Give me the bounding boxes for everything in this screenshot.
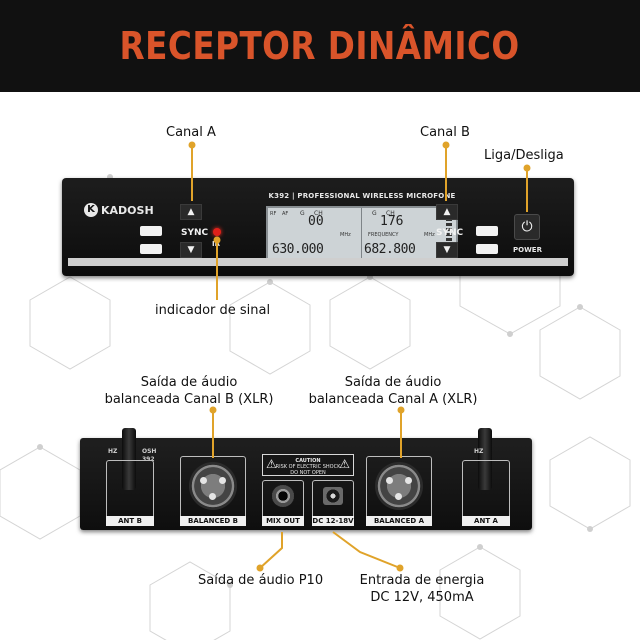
callout-canal-b: Canal B (420, 125, 470, 140)
receiver-front-panel: K KADOSH ▲ SYNC ▼ IR K392 | PROFESSIONAL… (62, 178, 574, 276)
callout-output-a-line1: Saída de áudio (344, 375, 442, 390)
right-menu-button-2[interactable] (476, 244, 498, 254)
lcd-b-frequency: 682.800 (364, 242, 416, 257)
channel-b-sync-button[interactable]: SYNC (436, 228, 464, 238)
power-button[interactable]: ⏻ (514, 214, 540, 240)
power-label: POWER (513, 246, 542, 254)
warning-triangle-icon-right: ⚠ (339, 457, 350, 471)
lcd-a-mhz: MHz (340, 232, 351, 238)
right-menu-button-1[interactable] (476, 226, 498, 236)
callout-canal-a: Canal A (166, 125, 216, 140)
caution-label: ⚠ CAUTION RISK OF ELECTRIC SHOCK DO NOT … (262, 454, 354, 476)
ant-b-label: ANT B (106, 516, 154, 526)
lcd-b-g: G (372, 210, 377, 217)
callout-output-b-line1: Saída de áudio (140, 375, 238, 390)
brand-name: KADOSH (101, 203, 154, 217)
lcd-a-rf: RF (270, 211, 277, 217)
callout-output-b: Saída de áudio balanceada Canal B (XLR) (104, 374, 274, 408)
lcd-b-frequency-label: FREQUENCY (368, 232, 399, 238)
xlr-a-pin-1 (386, 477, 393, 484)
callout-power: Liga/Desliga (484, 148, 564, 163)
antenna-a (478, 428, 492, 490)
callout-signal-indicator: indicador de sinal (155, 303, 271, 318)
xlr-a-pin-3 (395, 493, 402, 500)
antenna-b (122, 428, 136, 490)
balanced-b-label: BALANCED B (180, 516, 246, 526)
callout-power-input: Entrada de energia DC 12V, 450mA (358, 572, 486, 606)
balanced-b-xlr-connector[interactable] (189, 462, 237, 510)
callout-p10-output: Saída de áudio P10 (198, 573, 324, 588)
mix-out-p10-jack[interactable] (272, 485, 294, 507)
callout-output-b-line2: balanceada Canal B (XLR) (104, 392, 274, 407)
callout-power-input-line2: DC 12V, 450mA (370, 590, 474, 605)
ant-a-label: ANT A (462, 516, 510, 526)
lcd-display: RF AF G CH 00 MHz 630.000 G CH 176 FREQU… (266, 206, 458, 262)
lcd-a-channel: 00 (308, 214, 324, 229)
receiver-back-panel: HZ OSH 392 ANT B BALANCED B ⚠ CAUTION RI… (80, 428, 532, 530)
front-panel-strip (68, 258, 568, 266)
signal-indicator-led (213, 228, 221, 236)
warning-triangle-icon-left: ⚠ (266, 457, 277, 471)
kadosh-logo-icon: K (84, 203, 98, 217)
ant-b-port[interactable] (106, 460, 154, 522)
lcd-a-frequency: 630.000 (272, 242, 324, 257)
left-menu-button-1[interactable] (140, 226, 162, 236)
lcd-signal-bars (446, 218, 452, 254)
left-menu-button-2[interactable] (140, 244, 162, 254)
dc-power-jack[interactable] (323, 487, 343, 505)
caution-line2: DO NOT OPEN (290, 470, 326, 476)
lcd-channel-a: RF AF G CH 00 MHz 630.000 (268, 208, 362, 260)
lcd-b-channel: 176 (380, 214, 404, 229)
ant-a-port[interactable] (462, 460, 510, 522)
caution-line1: RISK OF ELECTRIC SHOCK (275, 464, 341, 470)
channel-a-down-button[interactable]: ▼ (180, 242, 202, 258)
lcd-channel-b: G CH 176 FREQUENCY MHz 682.800 (362, 208, 456, 260)
back-hz-left: HZ (108, 448, 118, 455)
back-hz-right: HZ (474, 448, 484, 455)
callout-power-input-line1: Entrada de energia (359, 573, 485, 588)
ir-label: IR (212, 240, 220, 248)
lcd-a-af: AF (282, 211, 289, 217)
lcd-a-g: G (300, 210, 305, 217)
channel-b-down-button[interactable]: ▼ (436, 242, 458, 258)
balanced-a-xlr-connector[interactable] (375, 462, 423, 510)
channel-b-up-button[interactable]: ▲ (436, 204, 458, 220)
back-model-fragment: 392 (142, 456, 155, 463)
lcd-a-ch-label: CH (314, 210, 323, 217)
lcd-b-mhz: MHz (424, 232, 435, 238)
header-bar: RECEPTOR DINÂMICO (0, 0, 640, 92)
dc-label: DC 12-18V (312, 516, 354, 526)
brand-logo: K KADOSH (84, 203, 154, 217)
channel-a-sync-button[interactable]: SYNC (181, 228, 209, 238)
xlr-b-pin-3 (209, 493, 216, 500)
balanced-a-label: BALANCED A (366, 516, 432, 526)
xlr-a-pin-2 (405, 477, 412, 484)
xlr-b-pin-1 (200, 477, 207, 484)
power-icon: ⏻ (521, 219, 533, 235)
mix-out-label: MIX OUT (262, 516, 304, 526)
model-band: K392 | PROFESSIONAL WIRELESS MICROFONE (268, 192, 456, 200)
page-title: RECEPTOR DINÂMICO (119, 24, 521, 68)
back-brand-fragment: OSH (142, 448, 157, 455)
lcd-b-ch-label: CH (386, 210, 395, 217)
xlr-b-pin-2 (219, 477, 226, 484)
channel-a-up-button[interactable]: ▲ (180, 204, 202, 220)
caution-title: CAUTION (295, 458, 321, 464)
callout-output-a-line2: balanceada Canal A (XLR) (308, 392, 478, 407)
callout-output-a: Saída de áudio balanceada Canal A (XLR) (308, 374, 478, 408)
